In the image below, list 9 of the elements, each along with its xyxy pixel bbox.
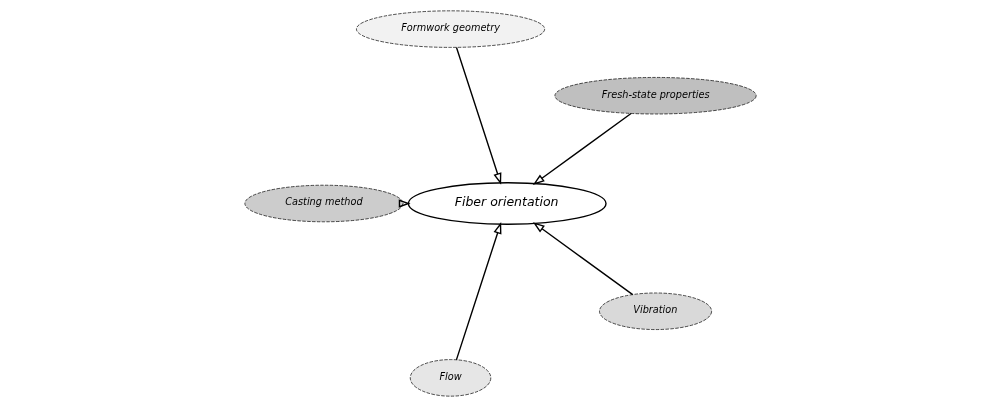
node-ellipse: Formwork geometry	[356, 10, 545, 48]
node-ellipse: Vibration	[599, 292, 712, 330]
node-ellipse: Fresh-state properties	[554, 77, 757, 115]
arrow	[455, 46, 502, 185]
arrow	[532, 222, 634, 296]
arrow	[455, 222, 502, 361]
node-ellipse: Fiber orientation	[407, 182, 607, 225]
node-ellipse: Flow	[409, 359, 492, 397]
arrow	[532, 112, 632, 185]
